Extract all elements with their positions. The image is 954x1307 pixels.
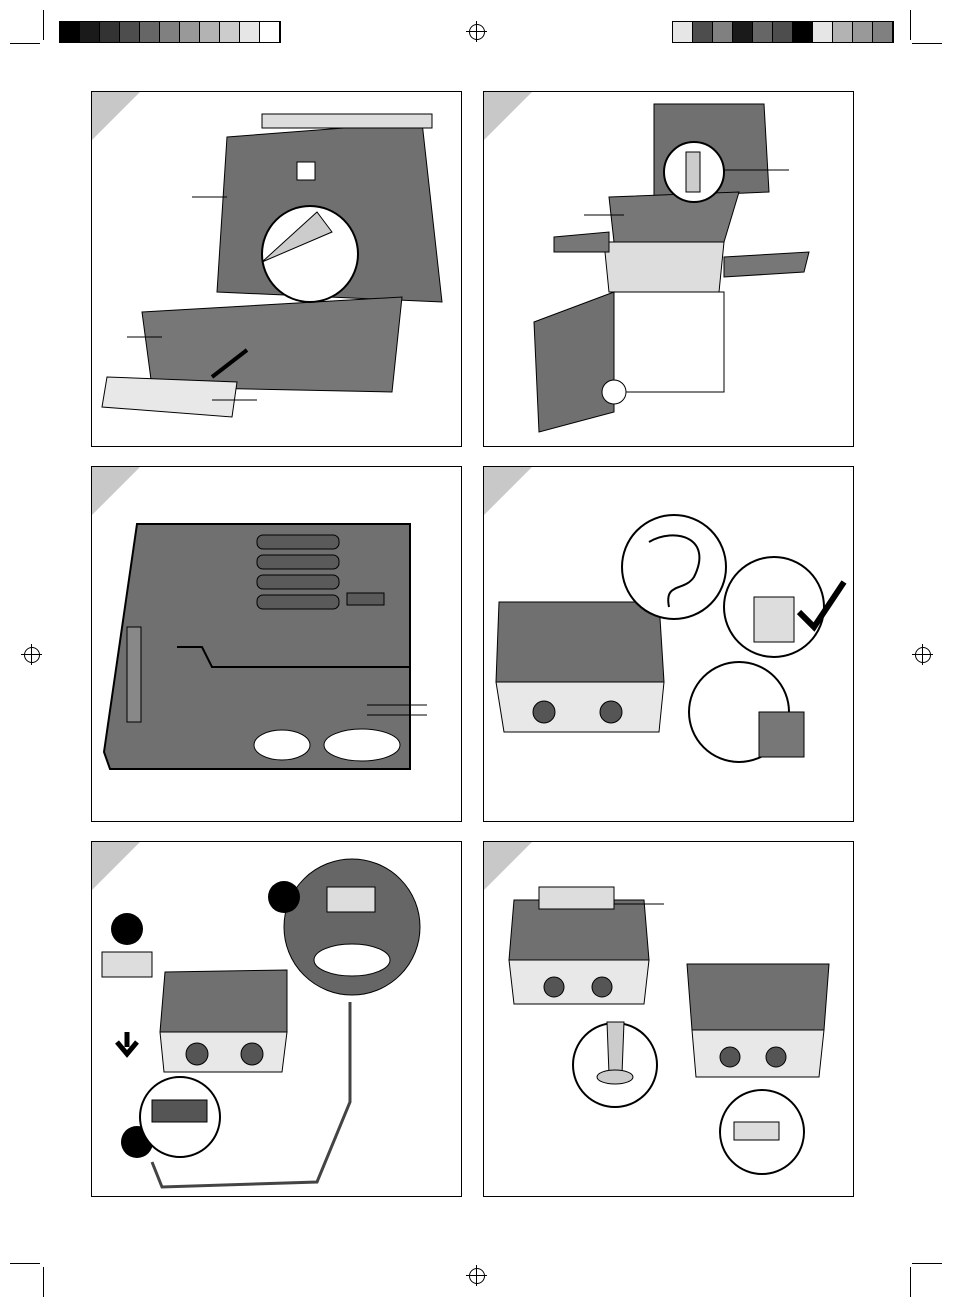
panel-corner-marker — [92, 842, 140, 890]
color-swatch — [60, 22, 80, 42]
step-marker — [111, 913, 143, 945]
color-swatch — [793, 22, 813, 42]
color-swatch — [673, 22, 693, 42]
color-swatch — [260, 22, 280, 42]
panel-corner-marker — [484, 92, 532, 140]
color-swatch — [180, 22, 200, 42]
panel-corner-marker — [484, 842, 532, 890]
crop-mark — [10, 1263, 40, 1264]
illustration-panel-6 — [483, 841, 854, 1197]
crop-mark — [912, 1263, 942, 1264]
firebox-interior-illustration — [102, 523, 427, 770]
color-bar-left — [59, 21, 281, 43]
panel-corner-marker — [484, 467, 532, 515]
color-swatch — [813, 22, 833, 42]
color-swatch — [80, 22, 100, 42]
color-swatch — [773, 22, 793, 42]
registration-mark-left — [21, 644, 42, 665]
illustration-panel-1 — [91, 91, 462, 447]
panel-corner-marker — [92, 467, 140, 515]
step-marker — [268, 881, 300, 913]
color-swatch — [100, 22, 120, 42]
illustration-panel-5 — [91, 841, 462, 1197]
color-swatch — [200, 22, 220, 42]
color-swatch — [753, 22, 773, 42]
registration-mark-bottom — [466, 1265, 487, 1286]
grill-on-cart-illustration — [533, 103, 810, 433]
color-swatch — [833, 22, 853, 42]
color-swatch — [120, 22, 140, 42]
color-swatch — [713, 22, 733, 42]
grill-lid-screw-illustration — [101, 113, 443, 418]
crop-mark — [43, 10, 44, 40]
color-swatch — [220, 22, 240, 42]
color-swatch — [140, 22, 160, 42]
illustration-panel-4 — [483, 466, 854, 822]
color-swatch — [693, 22, 713, 42]
registration-mark-right — [912, 644, 933, 665]
color-swatch — [873, 22, 893, 42]
heat-shield-screw-illustration — [508, 886, 830, 1175]
crop-mark — [910, 10, 911, 40]
panel-corner-marker — [92, 92, 140, 140]
registration-mark-top — [466, 21, 487, 42]
crop-mark — [912, 43, 942, 44]
color-swatch — [160, 22, 180, 42]
crop-mark — [10, 43, 40, 44]
color-swatch — [853, 22, 873, 42]
illustration-panel-3 — [91, 466, 462, 822]
color-swatch — [733, 22, 753, 42]
crop-mark — [910, 1267, 911, 1297]
color-swatch — [240, 22, 260, 42]
igniter-wiring-illustration — [101, 858, 421, 1189]
illustration-panel-2 — [483, 91, 854, 447]
color-bar-right — [672, 21, 894, 43]
grease-cup-installation-illustration — [495, 514, 847, 763]
crop-mark — [43, 1267, 44, 1297]
